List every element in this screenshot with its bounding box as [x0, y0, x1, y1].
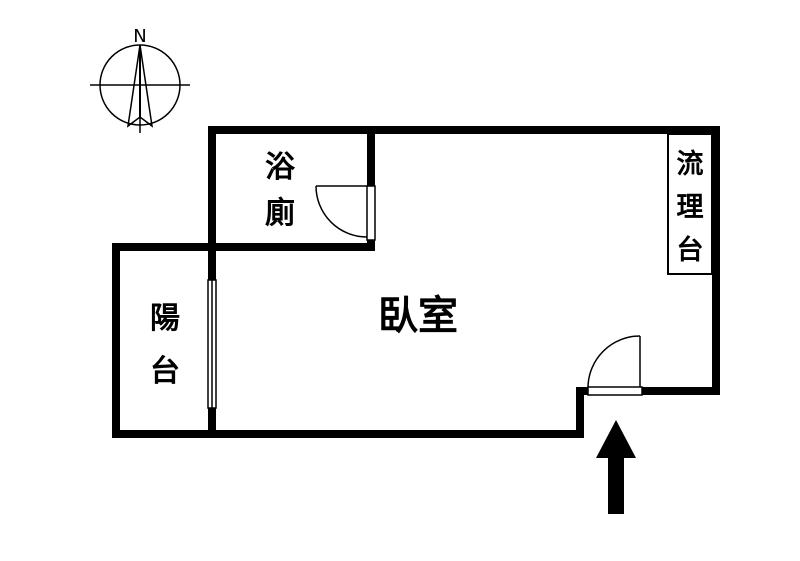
kitchen-counter-label-3: 台 — [677, 234, 704, 266]
balcony-label-2: 台 — [150, 354, 180, 389]
kitchen-counter — [667, 133, 713, 275]
bathroom-label-2: 廁 — [265, 196, 295, 231]
entrance-arrow-icon — [596, 420, 636, 514]
kitchen-counter-label-1: 流 — [677, 149, 704, 180]
bedroom-label: 臥室 — [378, 293, 458, 339]
walls — [112, 126, 720, 438]
bathroom-label-1: 浴 — [265, 150, 296, 185]
balcony-label-1: 陽 — [150, 301, 180, 336]
entrance-door — [587, 335, 643, 396]
compass-north-label: N — [133, 26, 146, 47]
bathroom-door — [315, 185, 376, 241]
compass-north-icon: N — [90, 26, 190, 133]
kitchen-counter-label-2: 理 — [677, 192, 704, 223]
balcony-window — [207, 279, 217, 409]
